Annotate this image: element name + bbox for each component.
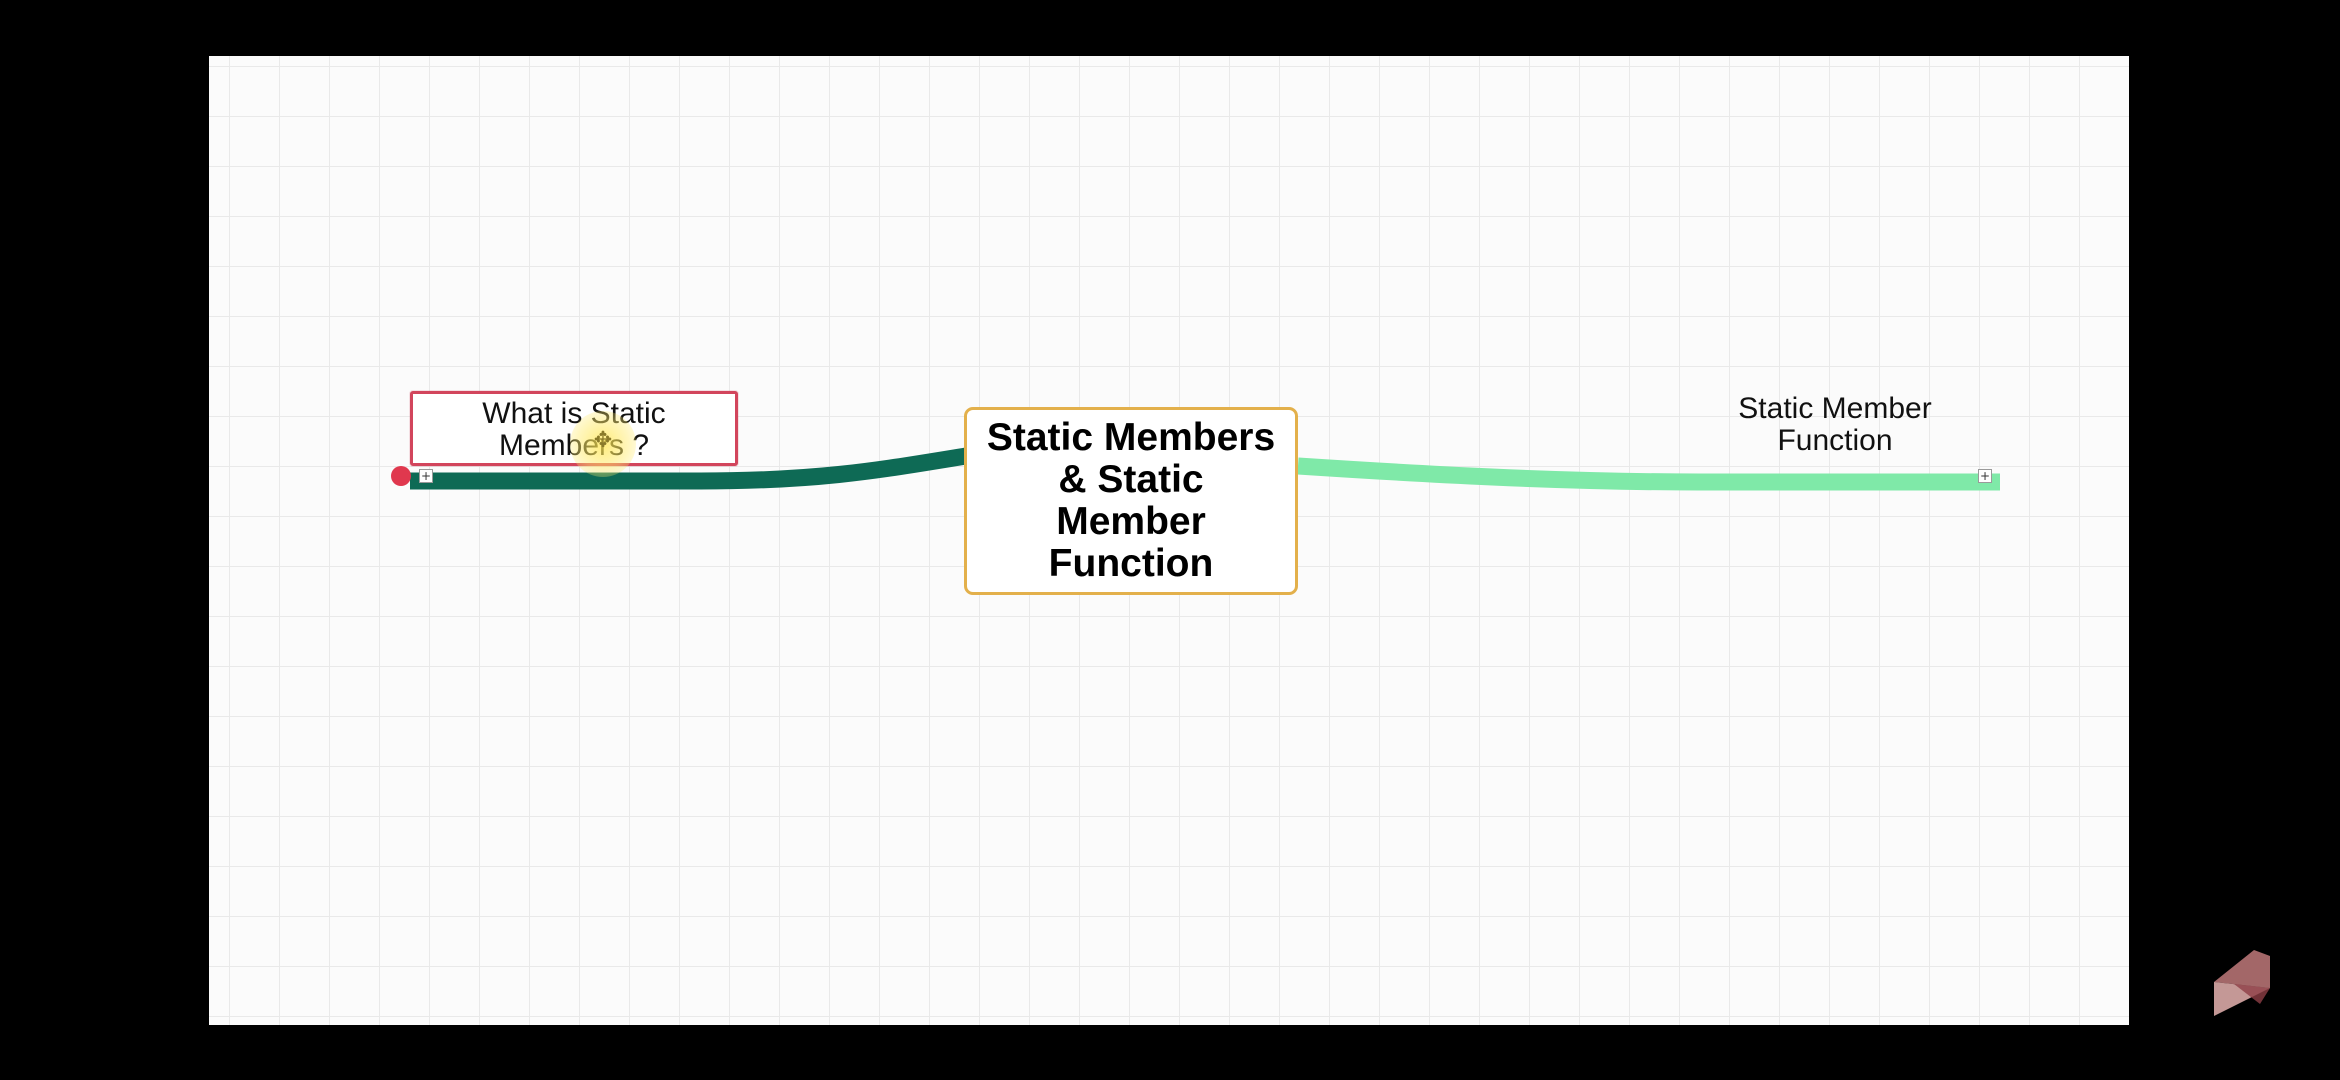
central-topic-label: Static Members & Static Member Function <box>986 415 1276 586</box>
branch-endpoint-dot[interactable] <box>391 466 411 486</box>
right-expand-button[interactable]: + <box>1978 469 1992 483</box>
left-expand-button[interactable]: + <box>419 469 433 483</box>
central-topic-node[interactable]: Static Members & Static Member Function <box>964 407 1298 595</box>
left-branch-line[interactable] <box>410 447 968 490</box>
cursor-highlight <box>570 411 636 477</box>
right-branch-line[interactable] <box>1297 457 2000 491</box>
move-cursor-icon: ✥ <box>593 427 613 452</box>
right-topic-label[interactable]: Static Member Function <box>1738 392 1932 458</box>
logo-icon <box>2214 950 2270 1016</box>
